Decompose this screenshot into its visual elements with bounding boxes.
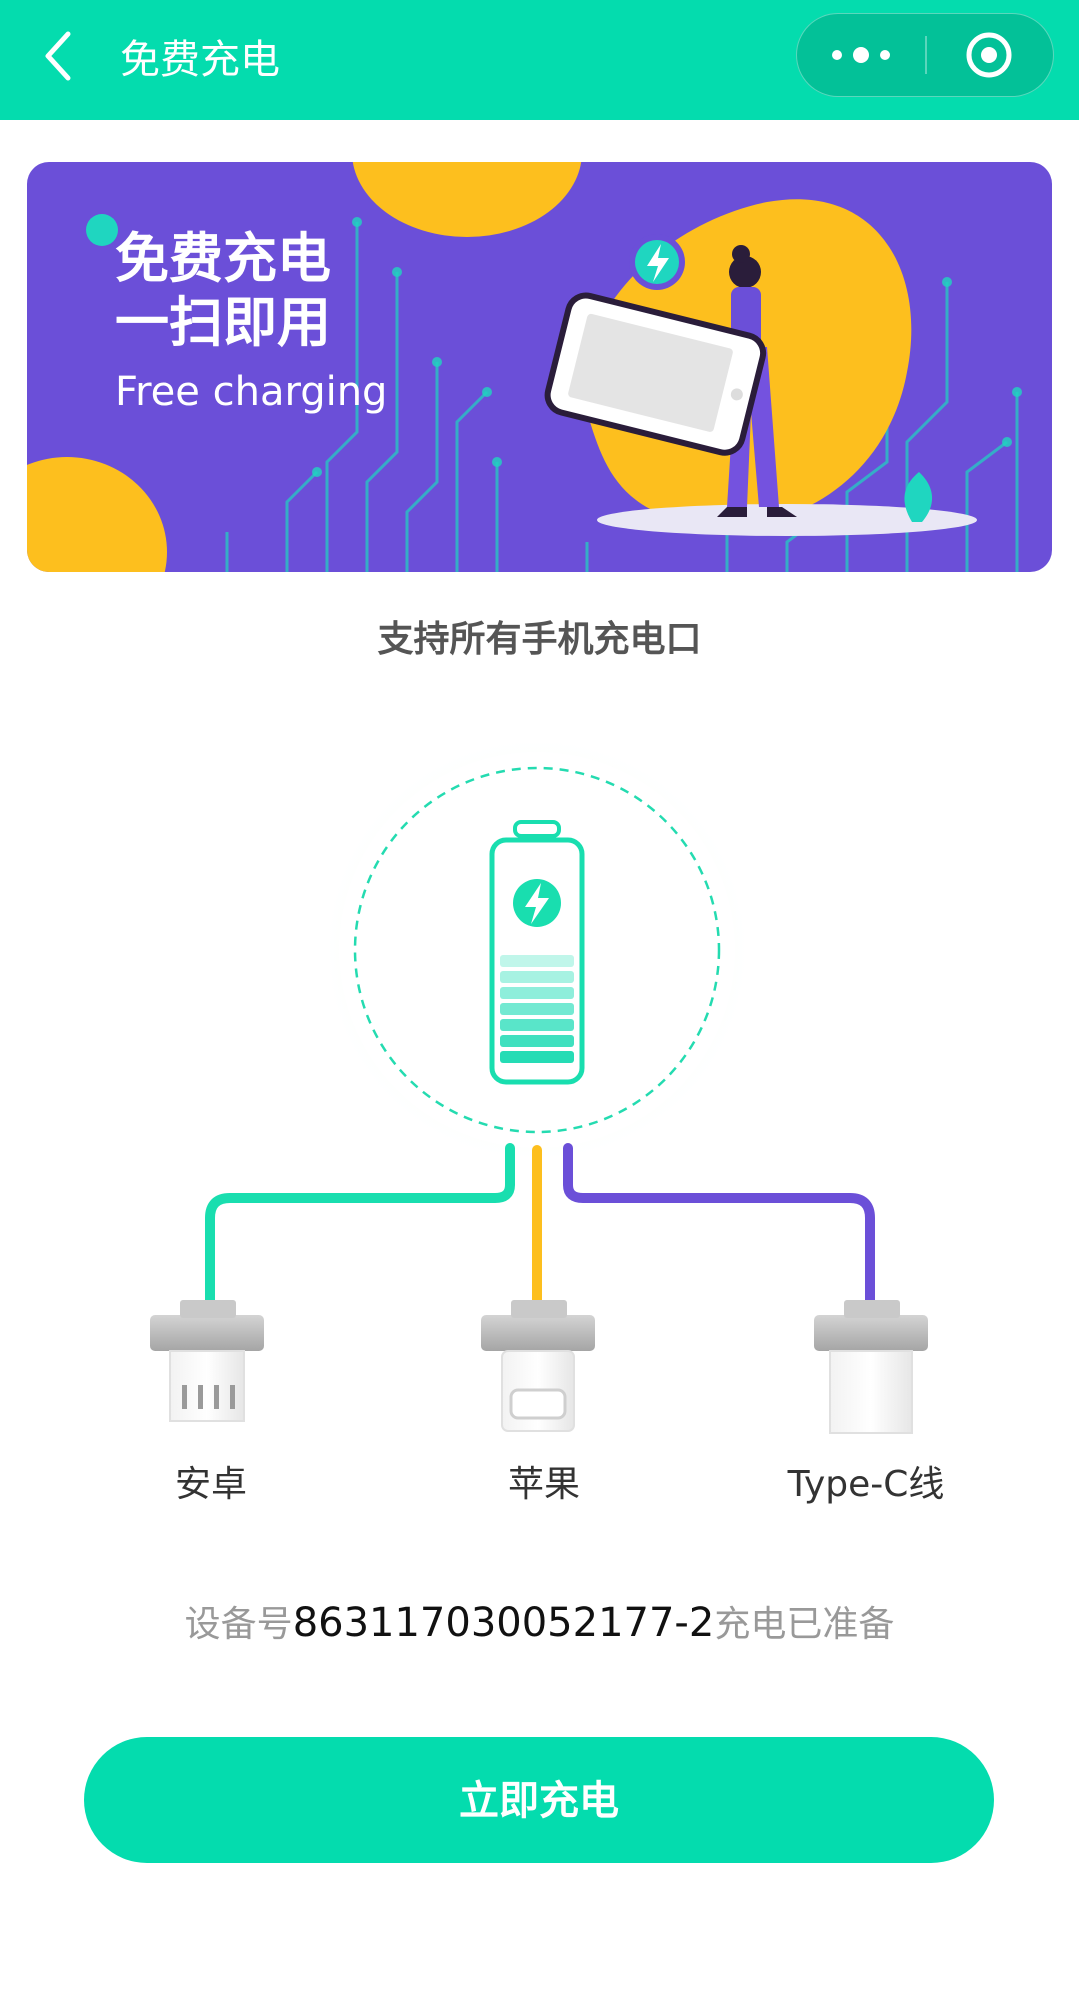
support-text: 支持所有手机充电口 <box>377 619 702 660</box>
device-number: 863117030052177-2 <box>292 1600 715 1646</box>
banner-english-text: Free charging <box>115 369 388 415</box>
page-title: 免费充电 <box>120 37 280 83</box>
more-button[interactable] <box>797 14 925 95</box>
type-c-connector-icon <box>814 1300 928 1434</box>
dashed-ring <box>353 766 721 1134</box>
charging-illustration <box>150 740 928 1434</box>
device-suffix: 充电已准备 <box>714 1604 895 1645</box>
banner-text: 免费充电 一扫即用 Free charging <box>115 227 387 415</box>
close-button[interactable] <box>927 14 1052 95</box>
capsule-menu <box>796 13 1054 97</box>
more-dots-icon <box>832 47 890 63</box>
chevron-left-icon <box>45 31 71 81</box>
android-cable <box>205 1143 515 1305</box>
connector-label-apple: 苹果 <box>507 1464 580 1505</box>
banner-subheadline: 一扫即用 <box>115 291 331 354</box>
banner-headline: 免费充电 <box>115 227 331 290</box>
banner-illustration <box>27 162 1052 572</box>
connector-label-android: 安卓 <box>174 1464 247 1505</box>
promo-banner[interactable]: 免费充电 一扫即用 Free charging <box>27 162 1052 572</box>
lightning-connector-icon <box>481 1300 595 1432</box>
micro-usb-connector-icon <box>150 1300 264 1422</box>
back-button[interactable] <box>30 26 90 86</box>
charge-now-button[interactable]: 立即充电 <box>84 1737 994 1863</box>
device-prefix: 设备号 <box>184 1604 293 1645</box>
target-circle-icon <box>966 32 1012 78</box>
connector-label-type-c: Type-C线 <box>787 1464 945 1505</box>
type-c-cable <box>563 1143 875 1310</box>
capsule-divider <box>925 36 927 74</box>
nav-bar: 免费充电 <box>0 0 1079 120</box>
battery-icon <box>489 820 585 1085</box>
device-status: 设备号863117030052177-2充电已准备 <box>0 1595 1079 1647</box>
